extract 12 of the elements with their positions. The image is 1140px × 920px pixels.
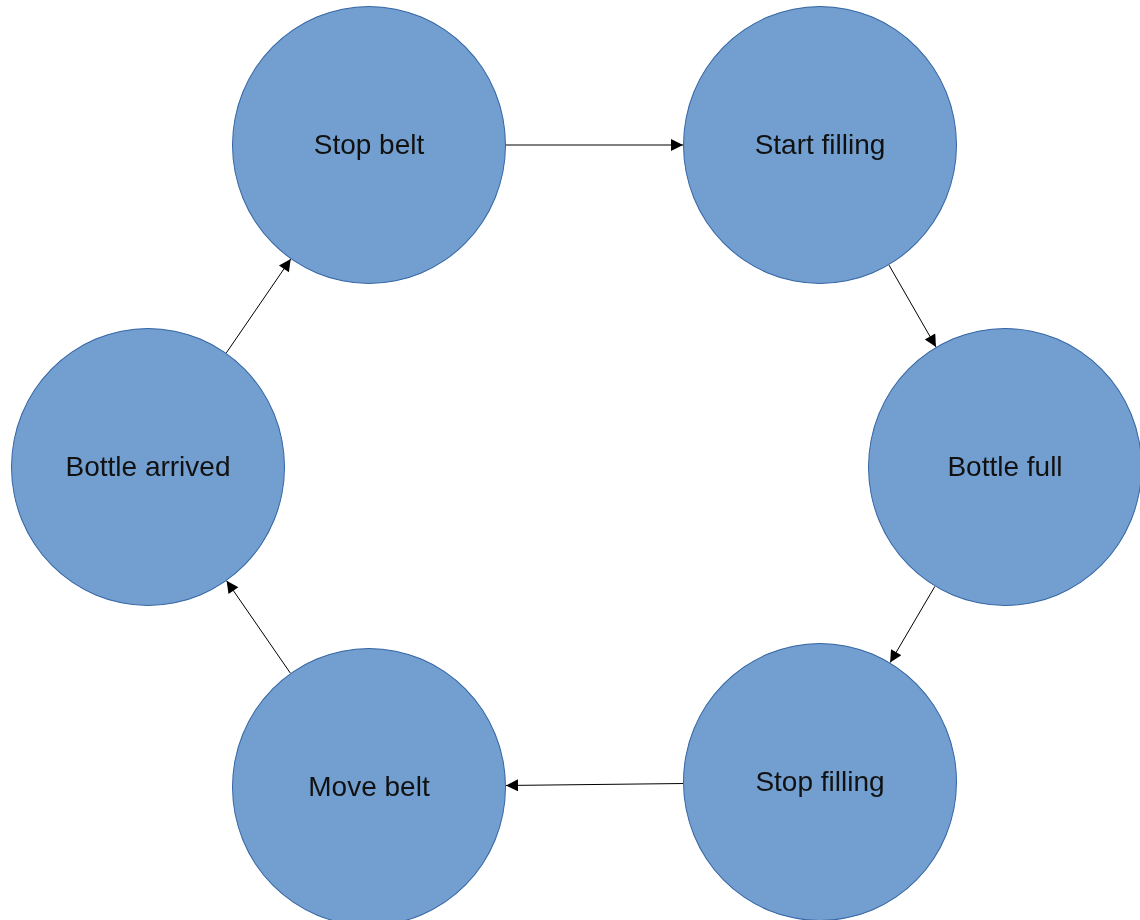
arrow [226, 580, 291, 674]
state-label: Start filling [754, 129, 886, 161]
state-label: Bottle full [947, 451, 1063, 483]
arrow [505, 779, 684, 792]
state-label: Move belt [308, 771, 430, 803]
state-label: Stop belt [313, 129, 425, 161]
arrow [889, 585, 936, 664]
arrow [505, 139, 684, 151]
arrow [225, 258, 292, 354]
state-label: Stop filling [755, 766, 885, 798]
arrow [888, 264, 937, 348]
state-label: Bottle arrived [65, 451, 231, 483]
